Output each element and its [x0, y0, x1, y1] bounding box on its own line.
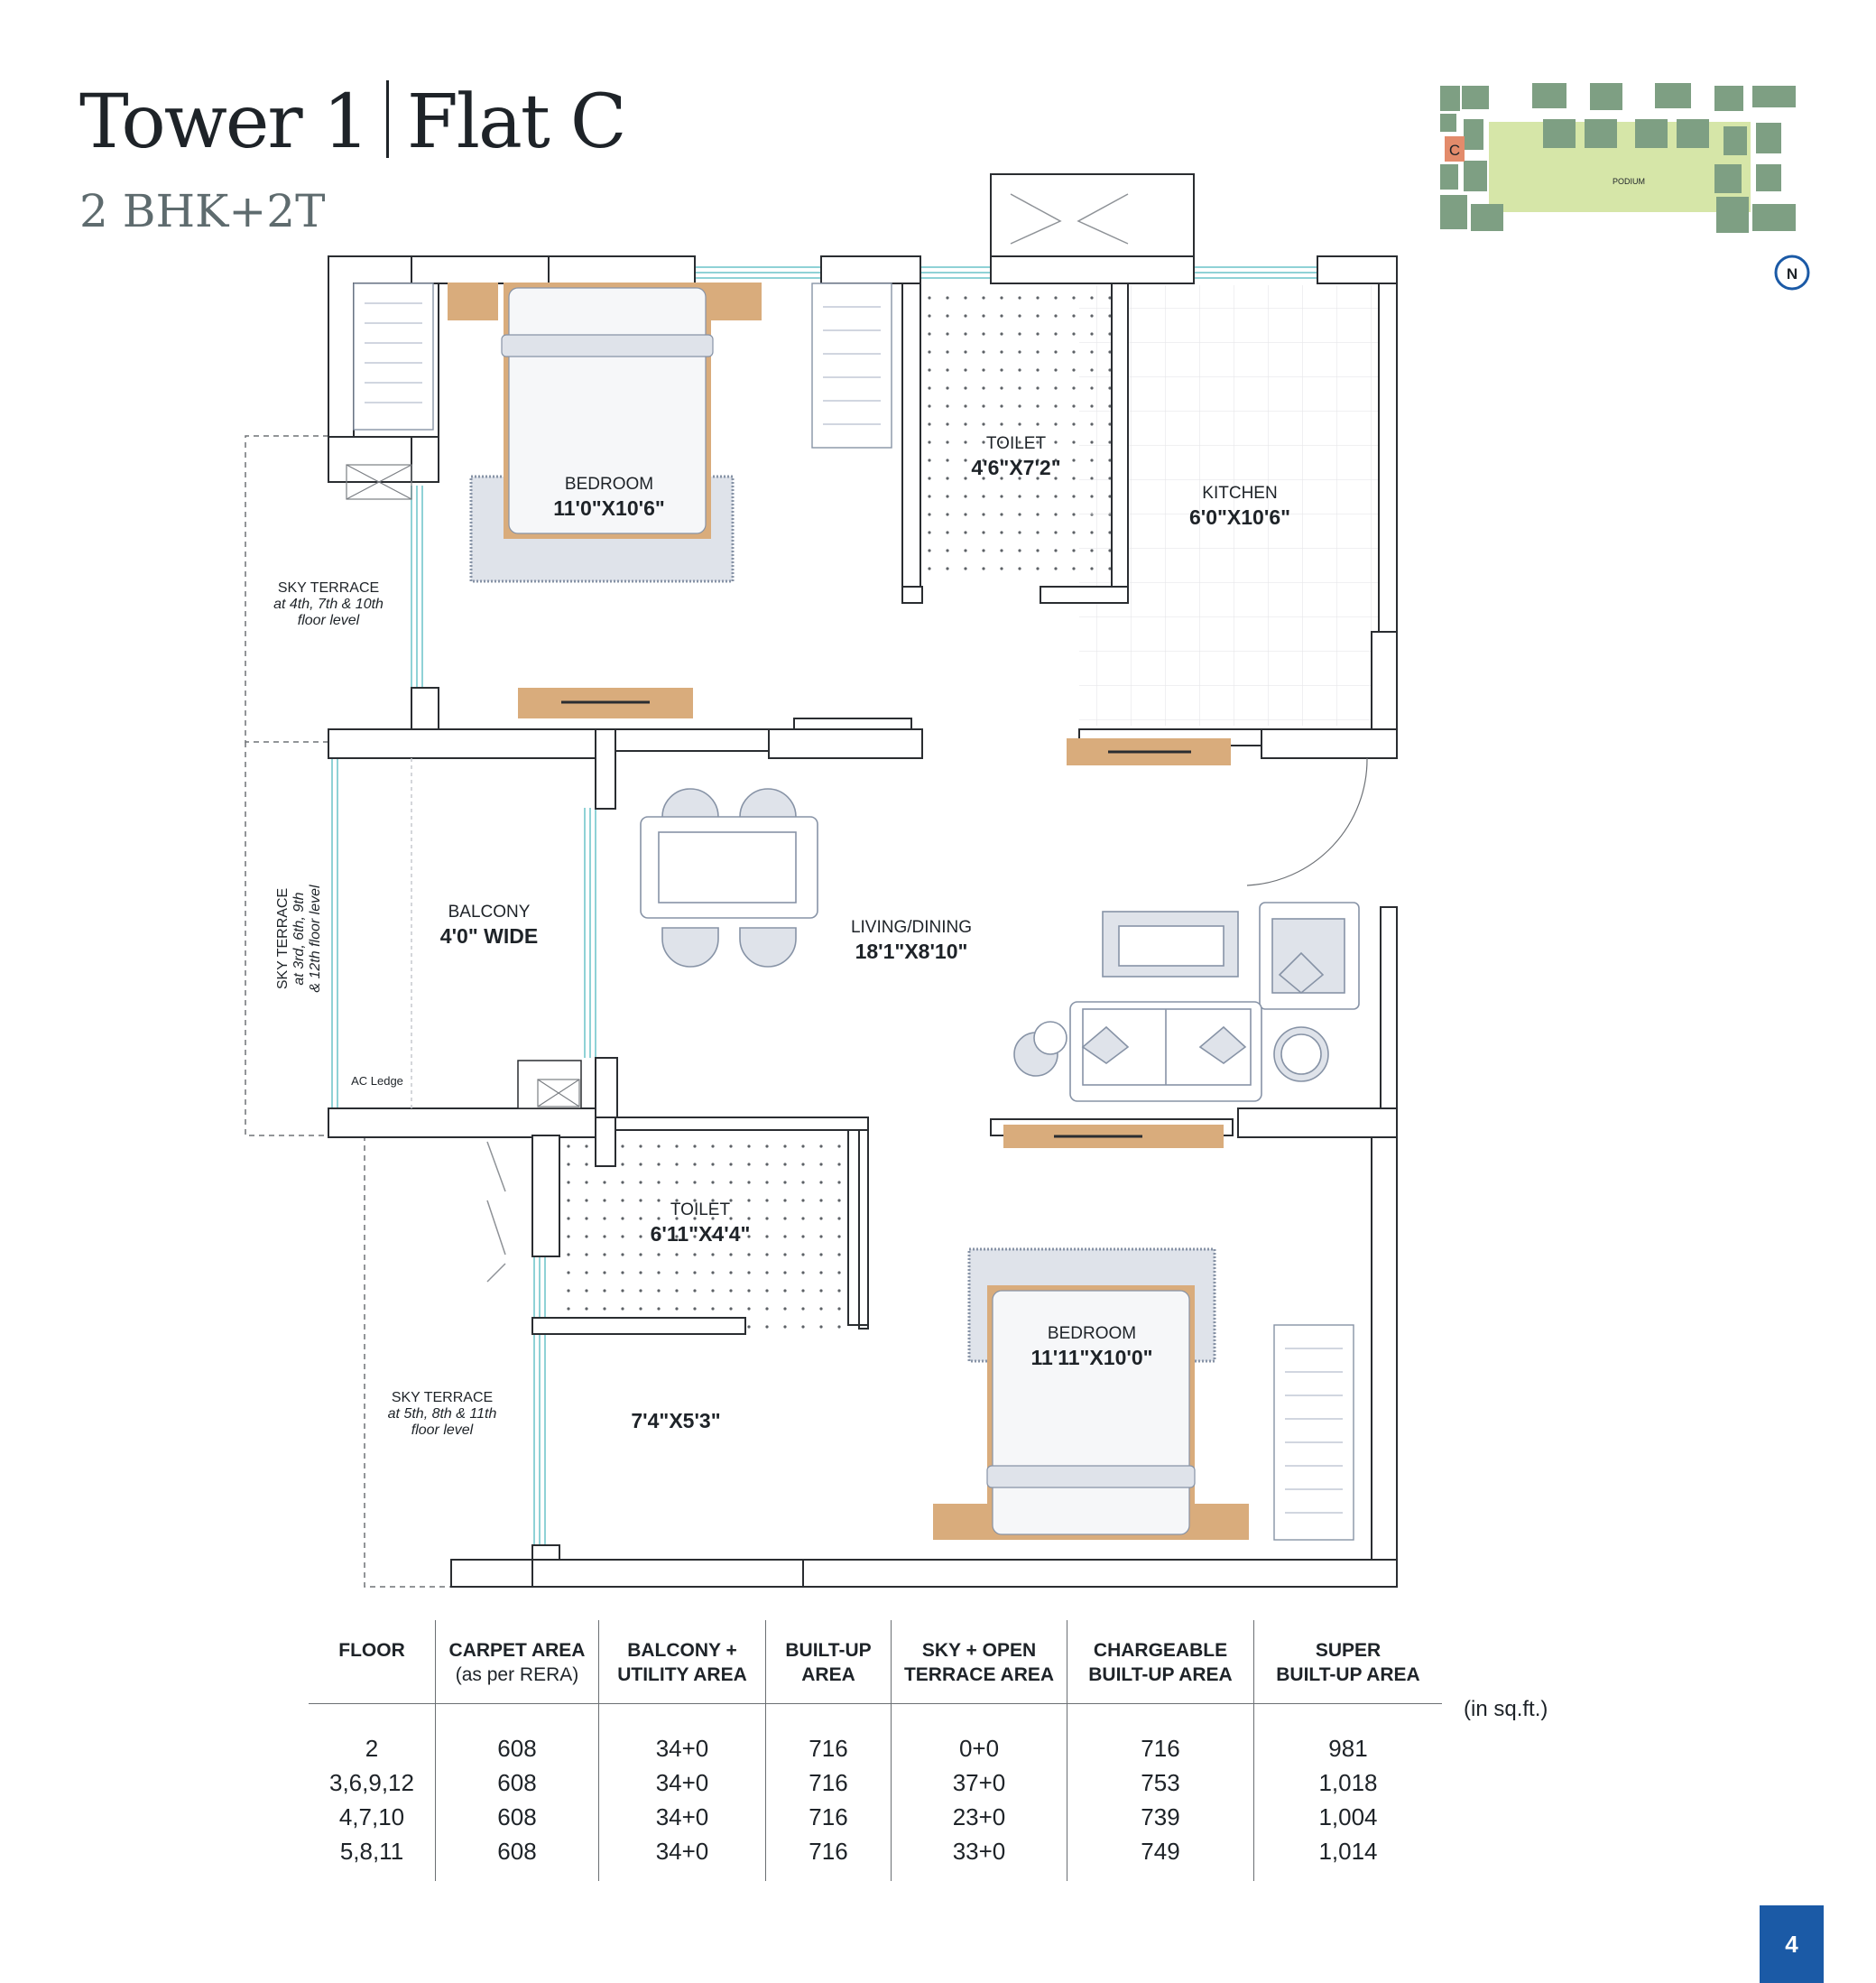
main-door-swing: [1246, 757, 1368, 886]
header-floor: FLOOR: [309, 1620, 436, 1704]
living-size: 18'1"X8'10": [855, 940, 968, 963]
table-row: 3,6,9,12 608 34+0 716 37+0 753 1,018: [309, 1765, 1442, 1800]
podium-label: PODIUM: [1613, 177, 1645, 186]
sky-terrace-labels: SKY TERRACE at 4th, 7th & 10th floor lev…: [273, 580, 496, 1438]
toilet2-size: 6'11"X4'4": [651, 1222, 751, 1246]
north-icon: [1774, 255, 1810, 291]
header-carpet-area: CARPET AREA(as per RERA): [435, 1620, 599, 1704]
sky-terrace-outlines: [245, 435, 532, 1588]
bedroom2-size: 11'11"X10'0": [1030, 1346, 1152, 1369]
kitchen-floor: [1079, 285, 1381, 726]
flat-c-marker: [1445, 136, 1465, 162]
flat-c-label: C: [1449, 142, 1460, 159]
svg-text:floor level: floor level: [298, 613, 360, 628]
table-row: 2 608 34+0 716 0+0 716 981: [309, 1703, 1442, 1765]
north-label: N: [1787, 265, 1797, 283]
dining-table: [640, 788, 818, 968]
flat-name: Flat C: [406, 79, 627, 165]
bedroom1-name: BEDROOM: [565, 475, 653, 494]
table-row: 4,7,10 608 34+0 716 23+0 739 1,004: [309, 1800, 1442, 1834]
bedroom2-bed: [933, 1247, 1249, 1540]
ac-ledge-box: [517, 1060, 582, 1109]
area-table: FLOOR CARPET AREA(as per RERA) BALCONY +…: [309, 1620, 1442, 1881]
table-row: 5,8,11 608 34+0 716 33+0 749 1,014: [309, 1834, 1442, 1881]
toilet1-name: TOILET: [986, 434, 1047, 453]
key-plan-towers: [1440, 83, 1796, 233]
kitchen-size: 6'0"X10'6": [1189, 505, 1290, 529]
page-title: Tower 1 Flat C: [79, 79, 627, 165]
svg-text:at 3rd, 6th, 9th: at 3rd, 6th, 9th: [291, 892, 307, 985]
bedroom2-wardrobe: [1273, 1324, 1354, 1541]
living-furniture: [1013, 902, 1360, 1102]
svg-text:SKY TERRACE: SKY TERRACE: [275, 888, 291, 989]
room-labels: BEDROOM 11'0"X10'6" TOILET 4'6"X7'2" KIT…: [351, 434, 1290, 1432]
flat-configuration: 2 BHK+2T: [79, 185, 326, 237]
bedroom2-name: BEDROOM: [1048, 1324, 1136, 1343]
tower-name: Tower 1: [79, 79, 370, 165]
svg-text:SKY TERRACE: SKY TERRACE: [392, 1390, 493, 1405]
page-number: 4: [1760, 1905, 1824, 1983]
toilet1-size: 4'6"X7'2": [971, 456, 1060, 479]
toilet1-wardrobe: [811, 283, 892, 449]
svg-text:SKY TERRACE: SKY TERRACE: [278, 580, 379, 596]
bedroom1-bed: [448, 283, 762, 583]
title-divider: [385, 80, 389, 158]
header-balcony-utility: BALCONY +UTILITY AREA: [598, 1620, 766, 1704]
windows: [331, 266, 1317, 1554]
living-name: LIVING/DINING: [851, 918, 972, 937]
balcony-name: BALCONY: [448, 903, 531, 922]
svg-text:& 12th floor level: & 12th floor level: [308, 885, 323, 993]
toilet2-floor: [559, 1137, 848, 1336]
svg-text:at 4th, 7th & 10th: at 4th, 7th & 10th: [273, 597, 384, 612]
svg-text:floor level: floor level: [411, 1422, 474, 1438]
balcony-size: 4'0" WIDE: [440, 924, 538, 948]
bedroom1-size: 11'0"X10'6": [553, 496, 665, 520]
kitchen-name: KITCHEN: [1202, 484, 1277, 503]
key-plan: PODIUM C N: [1440, 83, 1810, 291]
utility-size: 7'4"X5'3": [631, 1409, 720, 1432]
bedroom1-wardrobe: [353, 283, 434, 431]
toilet2-name: TOILET: [670, 1200, 731, 1219]
ac-ledge-label: AC Ledge: [351, 1074, 403, 1088]
podium-area: [1489, 122, 1751, 212]
area-unit-note: (in sq.ft.): [1464, 1697, 1548, 1721]
svg-text:at 5th, 8th & 11th: at 5th, 8th & 11th: [388, 1406, 497, 1422]
